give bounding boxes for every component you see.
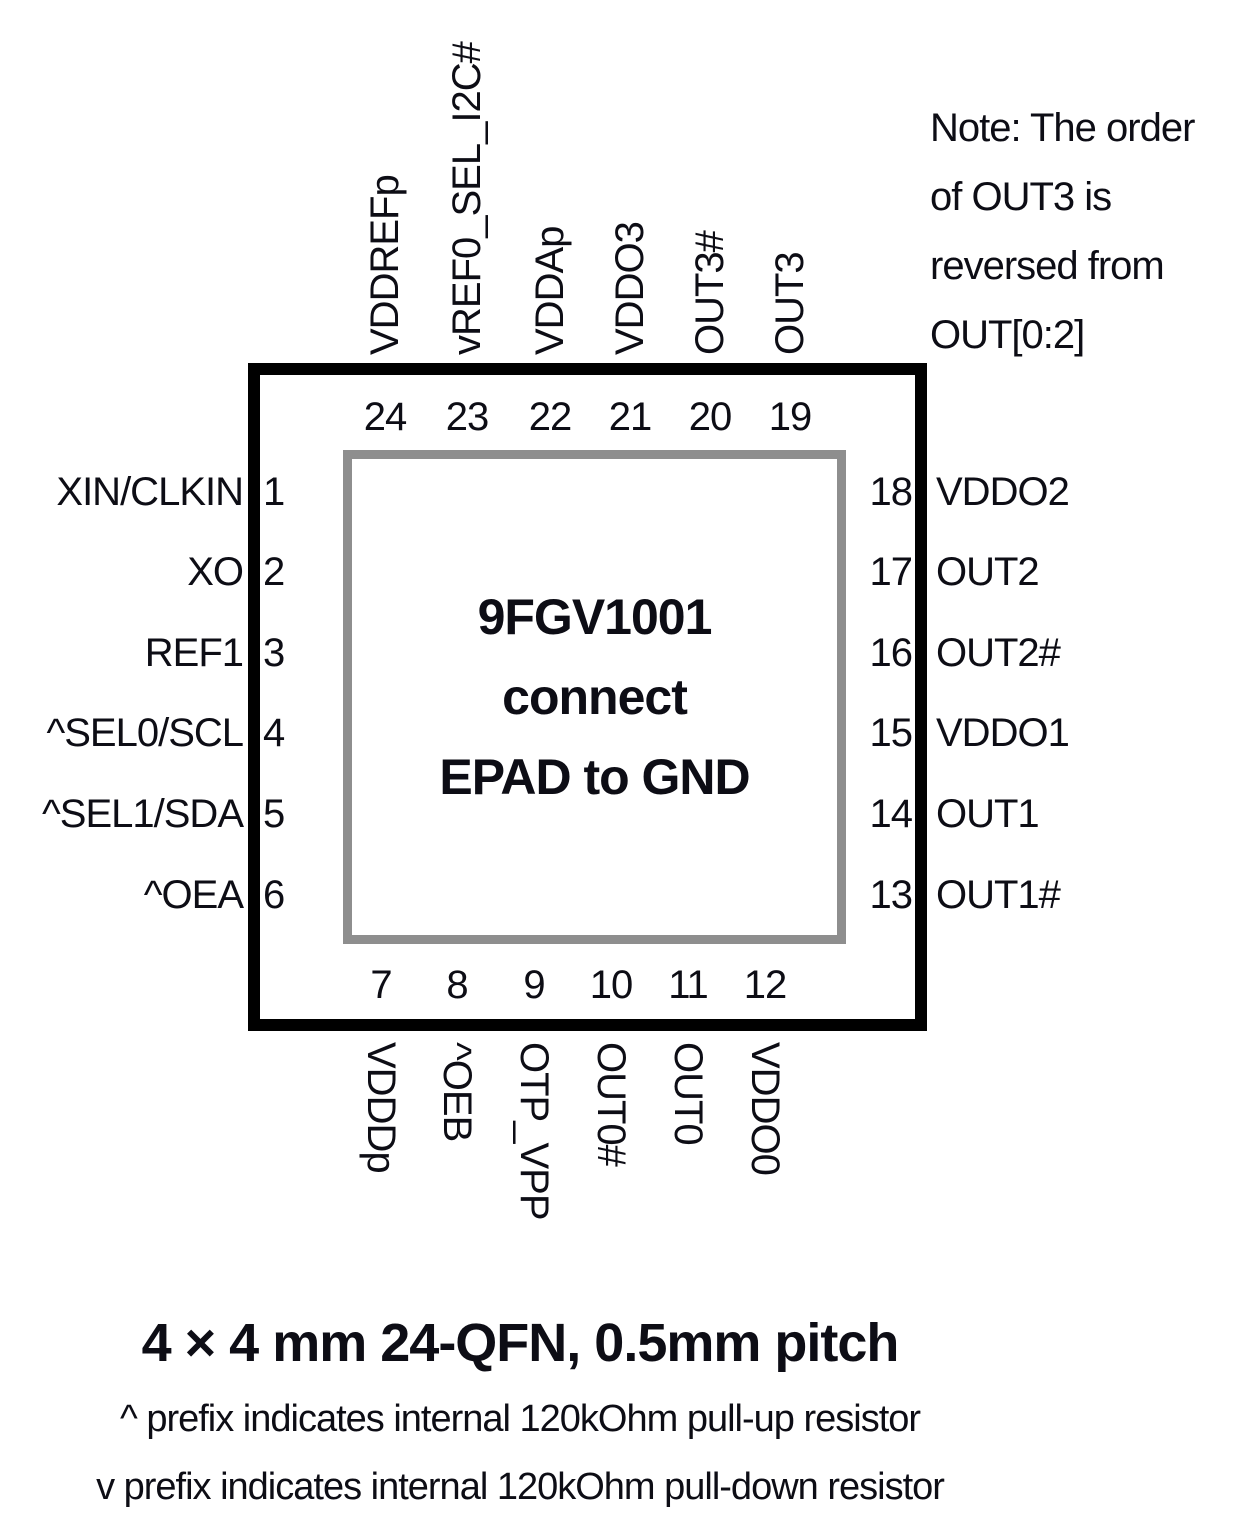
epad-outline: 9FGV1001 connect EPAD to GND — [343, 450, 846, 944]
pin-number-11: 11 — [668, 963, 709, 1007]
pin-label-otp-vpp: OTP_VPP — [512, 1042, 556, 1220]
pin-label-vref0-sel-i2c: vREF0_SEL_I2C# — [445, 42, 489, 355]
pin-label-vddap: VDDAp — [528, 226, 572, 355]
pin-label-vddrefp: VDDREFp — [363, 175, 407, 355]
pin-number-5: 5 — [263, 792, 285, 836]
pin-number-24: 24 — [363, 395, 408, 439]
pin-number-16: 16 — [869, 631, 914, 675]
pin-number-18: 18 — [869, 470, 914, 514]
pin-number-22: 22 — [528, 395, 573, 439]
pin-number-15: 15 — [869, 711, 914, 755]
pin-label-ref1: REF1 — [144, 631, 244, 675]
out3-order-note: Note: The order of OUT3 is reversed from… — [930, 94, 1256, 370]
pin-label-xo: XO — [187, 550, 244, 594]
pin-number-1: 1 — [263, 470, 285, 514]
pulldown-prefix-note: v prefix indicates internal 120kOhm pull… — [96, 1466, 945, 1508]
note-line-3: reversed from — [930, 244, 1165, 288]
pin-label-out3: OUT3 — [768, 252, 812, 355]
pin-label-sel0-scl: ^SEL0/SCL — [46, 711, 244, 755]
pullup-prefix-note: ^ prefix indicates internal 120kOhm pull… — [119, 1398, 921, 1440]
pin-number-9: 9 — [523, 963, 545, 1007]
chip-center-text-line2: connect — [502, 669, 688, 725]
pin-number-8: 8 — [446, 963, 468, 1007]
pin-label-out0: OUT0 — [666, 1042, 710, 1145]
pin-number-6: 6 — [263, 873, 285, 917]
pin-number-4: 4 — [263, 711, 285, 755]
pin-label-vdddp: VDDDp — [359, 1042, 403, 1173]
pin-label-out2n: OUT2# — [936, 631, 1061, 675]
pin-number-3: 3 — [263, 631, 285, 675]
pin-label-oeb: ^OEB — [435, 1042, 479, 1142]
pin-number-10: 10 — [589, 963, 634, 1007]
pin-label-vddo3: VDDO3 — [608, 222, 652, 355]
pin-label-oea: ^OEA — [143, 873, 244, 917]
note-line-4: OUT[0:2] — [930, 313, 1085, 357]
chip-center-text-line3: EPAD to GND — [439, 749, 750, 805]
pin-number-17: 17 — [869, 550, 914, 594]
pin-label-xin-clkin: XIN/CLKIN — [56, 470, 244, 514]
pin-number-19: 19 — [768, 395, 813, 439]
pin-number-23: 23 — [445, 395, 490, 439]
pin-label-out1n: OUT1# — [936, 873, 1061, 917]
pin-label-out3n: OUT3# — [688, 231, 732, 355]
note-line-2: of OUT3 is — [930, 175, 1112, 219]
pin-label-out2: OUT2 — [936, 550, 1040, 594]
pin-number-2: 2 — [263, 550, 285, 594]
pin-number-14: 14 — [869, 792, 914, 836]
pin-label-vddo0: VDDO0 — [743, 1042, 787, 1175]
pin-label-out1: OUT1 — [936, 792, 1040, 836]
pin-label-vddo1: VDDO1 — [936, 711, 1070, 755]
pin-number-7: 7 — [370, 963, 392, 1007]
pin-number-20: 20 — [688, 395, 733, 439]
pin-label-sel1-sda: ^SEL1/SDA — [42, 792, 244, 836]
package-caption-title: 4 × 4 mm 24-QFN, 0.5mm pitch — [141, 1313, 900, 1373]
pin-number-13: 13 — [869, 873, 914, 917]
pin-label-out0n: OUT0# — [589, 1042, 633, 1166]
chip-part-number: 9FGV1001 — [477, 589, 713, 645]
pin-number-21: 21 — [608, 395, 653, 439]
note-line-1: Note: The order — [930, 106, 1195, 150]
pin-label-vddo2: VDDO2 — [936, 470, 1070, 514]
pin-number-12: 12 — [743, 963, 788, 1007]
